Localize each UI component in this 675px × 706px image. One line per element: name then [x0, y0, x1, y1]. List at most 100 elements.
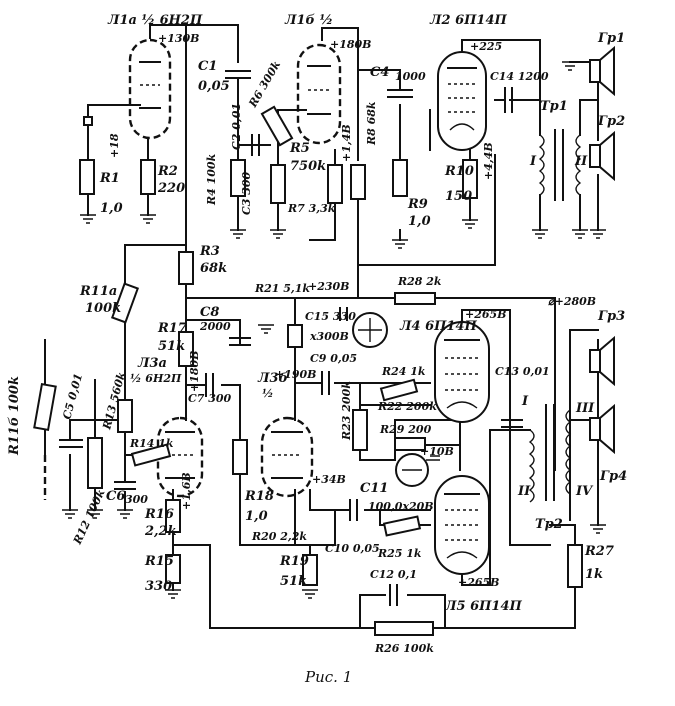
label-v130: +130В	[158, 32, 199, 45]
label-l2: Л2 6П14П	[429, 13, 507, 28]
label-r15v: 330	[145, 579, 172, 594]
label-r16v: 2,2k	[144, 524, 177, 539]
label-r16: R16	[144, 507, 174, 522]
label-v34: +34В	[312, 473, 346, 486]
label-v190: +190В	[275, 368, 316, 381]
label-tr2: Тр2	[535, 517, 563, 532]
label-r5v: 750k	[290, 159, 326, 174]
label-w4: IV	[575, 484, 594, 499]
label-r10: R10	[444, 164, 474, 179]
label-r23: R23 200k	[340, 381, 353, 441]
label-c10: C10 0,05	[325, 542, 380, 555]
label-w2: II	[574, 154, 588, 169]
label-c11: C11	[360, 481, 388, 496]
speaker-gr4	[589, 403, 615, 455]
label-r2: R2	[157, 164, 178, 179]
label-v280: ⌀+280В	[548, 295, 596, 308]
transformer-tr2	[528, 404, 572, 503]
label-r28: R28 2k	[397, 275, 442, 288]
tube-l4	[434, 321, 490, 423]
label-gr3: Гр3	[597, 309, 625, 324]
label-r25: R25 1k	[377, 547, 422, 560]
label-w1b: I	[521, 394, 529, 409]
label-c12: C12 0,1	[370, 568, 417, 581]
label-c8: C8	[200, 305, 219, 320]
label-r8: R8 68k	[365, 101, 378, 146]
label-r29: R29 200	[379, 423, 432, 436]
label-r19v: 51k	[280, 574, 307, 589]
label-v265a: +265В	[465, 308, 506, 321]
label-r3: R3	[199, 244, 220, 259]
label-r18v: 1,0	[245, 509, 268, 524]
label-c15: C15 330	[305, 310, 356, 323]
label-c13: C13 0,01	[495, 365, 550, 378]
input-terminal-l1	[83, 116, 93, 126]
label-r9: R9	[407, 197, 428, 212]
label-c7: C7 300	[188, 392, 232, 405]
label-tr1: Тр1	[540, 99, 568, 114]
label-r3v: 68k	[200, 261, 227, 276]
label-c8v: 2000	[199, 320, 231, 333]
label-l1a: Л1а ½ 6Н2П	[107, 13, 203, 28]
label-r2v: 220	[157, 181, 185, 196]
figure-caption: Рис. 1	[304, 668, 352, 686]
label-r1: R1	[99, 171, 120, 186]
label-w2b: II	[517, 484, 531, 499]
label-gr2: Гр2	[597, 114, 625, 129]
wiring	[44, 24, 599, 629]
resistors	[33, 105, 583, 636]
label-l3b: Л3б	[257, 371, 289, 386]
label-v16: +1,6В	[180, 472, 193, 510]
label-v14: +1,4В	[340, 124, 353, 162]
label-v180: +180В	[330, 38, 371, 51]
label-v265b: +265В	[458, 576, 499, 589]
tube-l3b	[260, 416, 314, 498]
capacitors	[59, 70, 523, 606]
c11-indicator	[395, 453, 429, 487]
label-v10: +10В	[420, 445, 454, 458]
label-l3a: Л3а	[137, 356, 167, 371]
label-r21: R21 5,1k	[254, 282, 310, 295]
label-r24: R24 1k	[381, 365, 426, 378]
label-c11v: 100,0x20В	[368, 500, 434, 513]
label-r17v: 51k	[158, 339, 185, 354]
tube-l2	[437, 51, 487, 151]
speaker-gr2	[589, 130, 615, 182]
label-r6: R6 300k	[246, 58, 284, 110]
label-c14: C14 1200	[490, 70, 549, 83]
label-gr1: Гр1	[597, 31, 625, 46]
label-r15: R15	[144, 554, 174, 569]
label-r12: R12 100k	[71, 487, 108, 547]
tube-l1a	[128, 38, 172, 140]
label-r27: R27	[584, 544, 614, 559]
label-r7: R7 3,3k	[287, 202, 336, 215]
label-l4: Л4 6П14П	[399, 319, 477, 334]
label-w1: I	[529, 154, 537, 169]
label-c5: C5 0,01	[60, 372, 85, 421]
label-c1: C1	[198, 59, 217, 74]
tube-l5	[434, 475, 490, 575]
label-r22: R22 200k	[377, 400, 437, 413]
label-r4: R4 100k	[205, 153, 218, 206]
label-r26: R26 100k	[374, 642, 434, 655]
label-c4v: 1000	[395, 70, 426, 83]
label-l5: Л5 6П14П	[444, 599, 522, 614]
label-c6: C6	[106, 489, 125, 504]
label-v18: +18	[108, 133, 121, 158]
label-c4: C4	[370, 65, 389, 80]
speaker-gr3	[589, 335, 615, 387]
transformer-tr1	[538, 129, 582, 201]
label-w3: III	[575, 401, 595, 416]
label-v44: +4,4В	[482, 142, 495, 180]
tube-l1b	[296, 43, 342, 145]
label-l1b: Л1б ½	[284, 13, 333, 28]
label-r11b: R11б 100k	[7, 376, 22, 456]
label-r10v: 150	[445, 189, 472, 204]
label-c2: C2 0,01	[230, 103, 243, 150]
speaker-gr1	[589, 45, 615, 97]
label-r11av: 100k	[85, 301, 121, 316]
label-c6v: 300	[125, 493, 148, 506]
label-gr4: Гр4	[599, 469, 627, 484]
label-c1v: 0,05	[198, 79, 230, 94]
